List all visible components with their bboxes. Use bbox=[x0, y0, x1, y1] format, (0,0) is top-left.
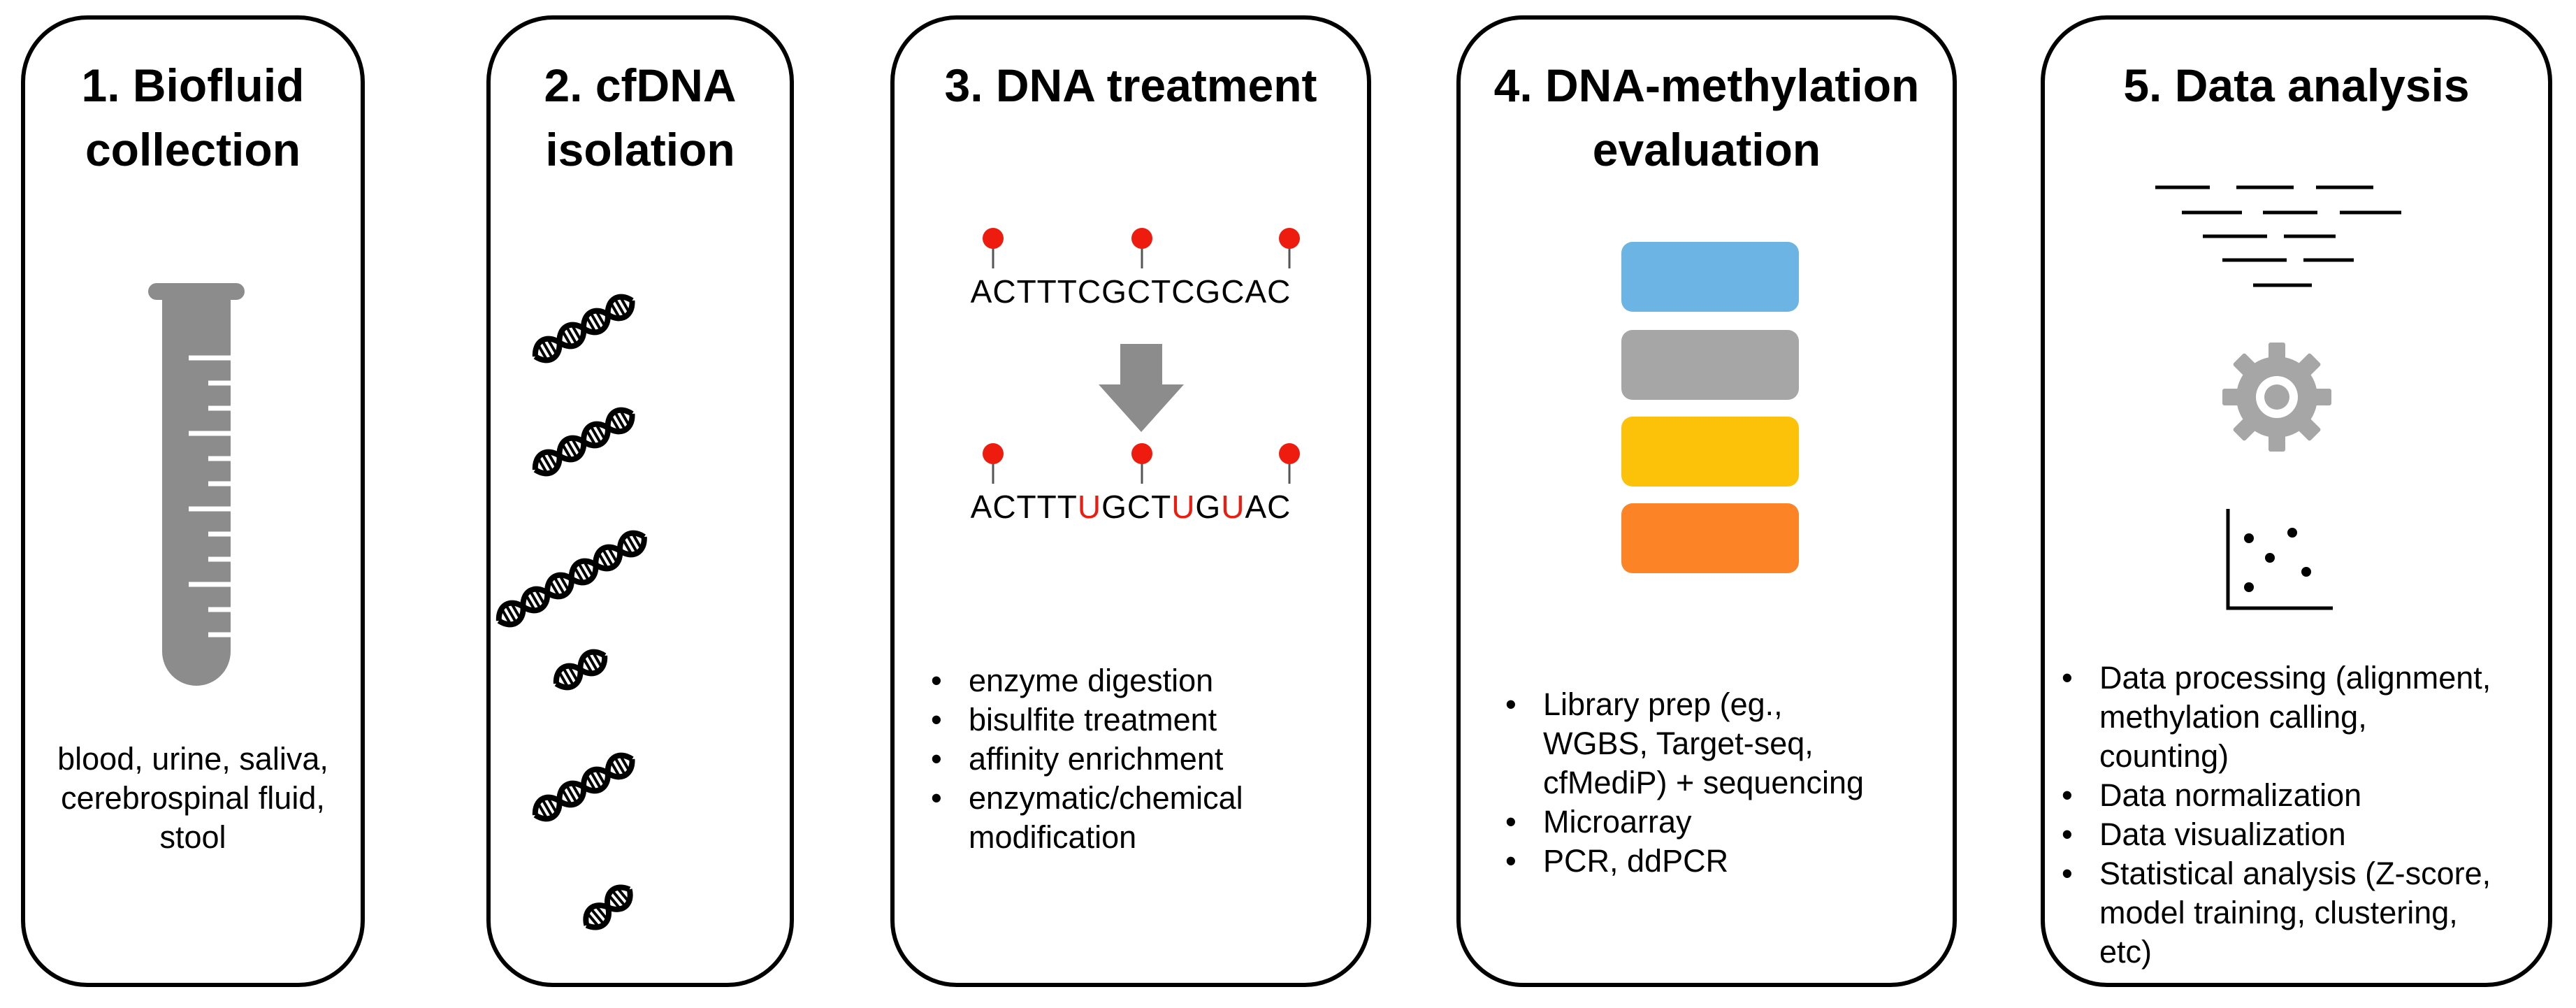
gear-icon bbox=[2222, 343, 2331, 452]
scatter-plot-icon bbox=[2226, 509, 2333, 610]
list-item: enzymatic/chemical modification bbox=[925, 779, 1359, 857]
panel-title: 1. Biofluid collection bbox=[81, 59, 305, 175]
dna-helix-icon bbox=[530, 750, 637, 824]
panel-biofluid-collection: 1. Biofluid collection blood, urine, sal… bbox=[21, 15, 365, 987]
panel-cfdna-isolation: 2. cfDNA isolation bbox=[486, 15, 794, 987]
converted-base: U bbox=[1221, 489, 1245, 525]
list-item: enzyme digestion bbox=[925, 661, 1359, 700]
dna-helix-icon bbox=[530, 405, 637, 479]
methyl-marker-icon bbox=[1279, 443, 1300, 484]
biofluid-list: blood, urine, saliva, cerebrospinal flui… bbox=[57, 741, 328, 855]
methylation-markers-top bbox=[983, 228, 1300, 484]
methyl-marker-icon bbox=[1279, 228, 1300, 268]
list-item: Data normalization bbox=[2056, 776, 2552, 815]
panel-dna-methylation-evaluation: 4. DNA-methylation evaluation Library pr… bbox=[1456, 15, 1957, 987]
dna-helix-icon bbox=[493, 528, 649, 630]
assay-blocks bbox=[1621, 242, 1799, 573]
sequence-before: ACTTTCGCTCGCAC bbox=[970, 273, 1291, 310]
panel-title: 3. DNA treatment bbox=[944, 59, 1317, 111]
dna-helix-icon bbox=[530, 291, 637, 366]
panel-data-analysis: 5. Data analysis bbox=[2041, 15, 2552, 987]
panel-title: 2. cfDNA isolation bbox=[544, 59, 737, 175]
down-arrow-icon bbox=[1099, 344, 1184, 432]
panel-title: 5. Data analysis bbox=[2123, 59, 2470, 111]
methyl-marker-icon bbox=[983, 443, 1004, 484]
list-item: Library prep (eg., WGBS, Target-seq, cfM… bbox=[1500, 685, 1947, 802]
evaluation-methods-list: Library prep (eg., WGBS, Target-seq, cfM… bbox=[1500, 685, 1947, 881]
treatment-methods-list: enzyme digestion bisulfite treatment aff… bbox=[925, 661, 1359, 857]
assay-block-yellow bbox=[1621, 417, 1799, 487]
list-item: affinity enrichment bbox=[925, 740, 1359, 779]
assay-block-orange bbox=[1621, 503, 1799, 573]
panel-title: 4. DNA-methylation evaluation bbox=[1493, 59, 1920, 175]
sequence-after: ACTTTUGCTUGUAC bbox=[970, 489, 1291, 525]
assay-block-gray bbox=[1621, 330, 1799, 400]
dna-helix-icon bbox=[551, 647, 609, 693]
methyl-marker-icon bbox=[983, 228, 1004, 268]
dna-fragments bbox=[491, 20, 798, 991]
list-item: Data visualization bbox=[2056, 815, 2552, 854]
dna-helix-icon bbox=[580, 881, 637, 933]
sequence-reads-icon bbox=[2155, 185, 2401, 287]
methyl-marker-icon bbox=[1131, 228, 1152, 268]
converted-base: U bbox=[1077, 489, 1102, 525]
methyl-marker-icon bbox=[1131, 443, 1152, 484]
list-item: Microarray bbox=[1500, 802, 1947, 842]
list-item: Data processing (alignment, methylation … bbox=[2056, 658, 2552, 776]
analysis-icons bbox=[2155, 185, 2401, 610]
panel-dna-treatment: 3. DNA treatment ACTTTCGCTCGCAC ACTT bbox=[890, 15, 1371, 987]
list-item: PCR, ddPCR bbox=[1500, 842, 1947, 881]
analysis-steps-list: Data processing (alignment, methylation … bbox=[2056, 658, 2552, 972]
test-tube-icon bbox=[148, 283, 245, 686]
list-item: Statistical analysis (Z-score, model tra… bbox=[2056, 854, 2552, 972]
assay-block-blue bbox=[1621, 242, 1799, 312]
converted-base: U bbox=[1171, 489, 1196, 525]
list-item: bisulfite treatment bbox=[925, 700, 1359, 740]
